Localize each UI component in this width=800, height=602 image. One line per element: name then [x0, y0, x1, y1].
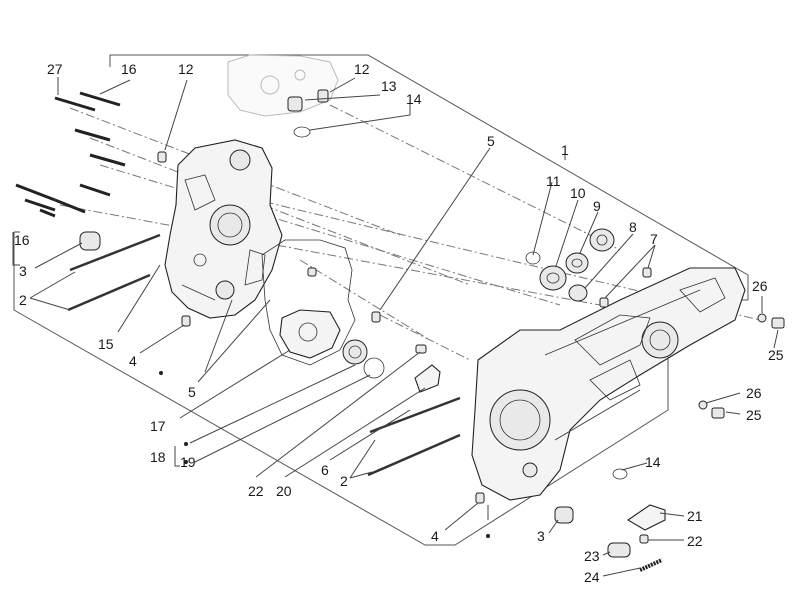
callout-14: 14	[406, 91, 422, 107]
callout-11: 11	[546, 173, 561, 189]
bolts-group-lower	[15, 183, 111, 218]
callout-2: 2	[19, 292, 27, 308]
callout-17: 17	[150, 418, 166, 434]
studs	[67, 233, 461, 477]
callout-25: 25	[746, 407, 762, 423]
right-crankcase-half	[471, 267, 746, 501]
callout-4: 4	[129, 353, 137, 369]
callout-14: 14	[645, 454, 661, 470]
callout-4: 4	[431, 528, 439, 544]
callout-3: 3	[19, 263, 27, 279]
callout-2: 2	[340, 473, 348, 489]
callout-8: 8	[629, 219, 637, 235]
bolts-group-upper	[54, 91, 126, 167]
leader-dots	[159, 371, 490, 538]
callout-21: 21	[687, 508, 703, 524]
callout-12: 12	[354, 61, 370, 77]
leader-lines	[12, 77, 779, 577]
pump-cover	[279, 309, 385, 379]
callout-20: 20	[276, 483, 292, 499]
callout-9: 9	[593, 198, 601, 214]
callout-26: 26	[746, 385, 762, 401]
callout-12: 12	[178, 61, 194, 77]
callout-5: 5	[188, 384, 196, 400]
callout-6: 6	[321, 462, 329, 478]
small-parts	[79, 89, 628, 524]
bracket-assembly	[414, 344, 666, 572]
callout-16: 16	[14, 232, 30, 248]
gasket	[261, 239, 356, 366]
callout-7: 7	[650, 231, 658, 247]
callout-22: 22	[248, 483, 264, 499]
callout-15: 15	[98, 336, 114, 352]
callout-13: 13	[381, 78, 397, 94]
callout-18: 18	[150, 449, 166, 465]
callout-26: 26	[752, 278, 768, 294]
callout-labels: 27 16 12 12 13 14 5 1 11 10 9 8 7 26 25 …	[14, 61, 784, 585]
side-screws	[698, 313, 785, 419]
callout-3: 3	[537, 528, 545, 544]
callout-23: 23	[584, 548, 600, 564]
callout-27: 27	[47, 61, 63, 77]
callout-22: 22	[687, 533, 703, 549]
bearings	[525, 228, 652, 308]
callout-19: 19	[180, 454, 196, 470]
callout-25: 25	[768, 347, 784, 363]
callout-1: 1	[561, 142, 569, 158]
background-engine-part	[227, 54, 339, 117]
callout-5: 5	[487, 133, 495, 149]
callout-24: 24	[584, 569, 600, 585]
callout-10: 10	[570, 185, 586, 201]
callout-16: 16	[121, 61, 137, 77]
left-crankcase-half	[164, 139, 283, 319]
